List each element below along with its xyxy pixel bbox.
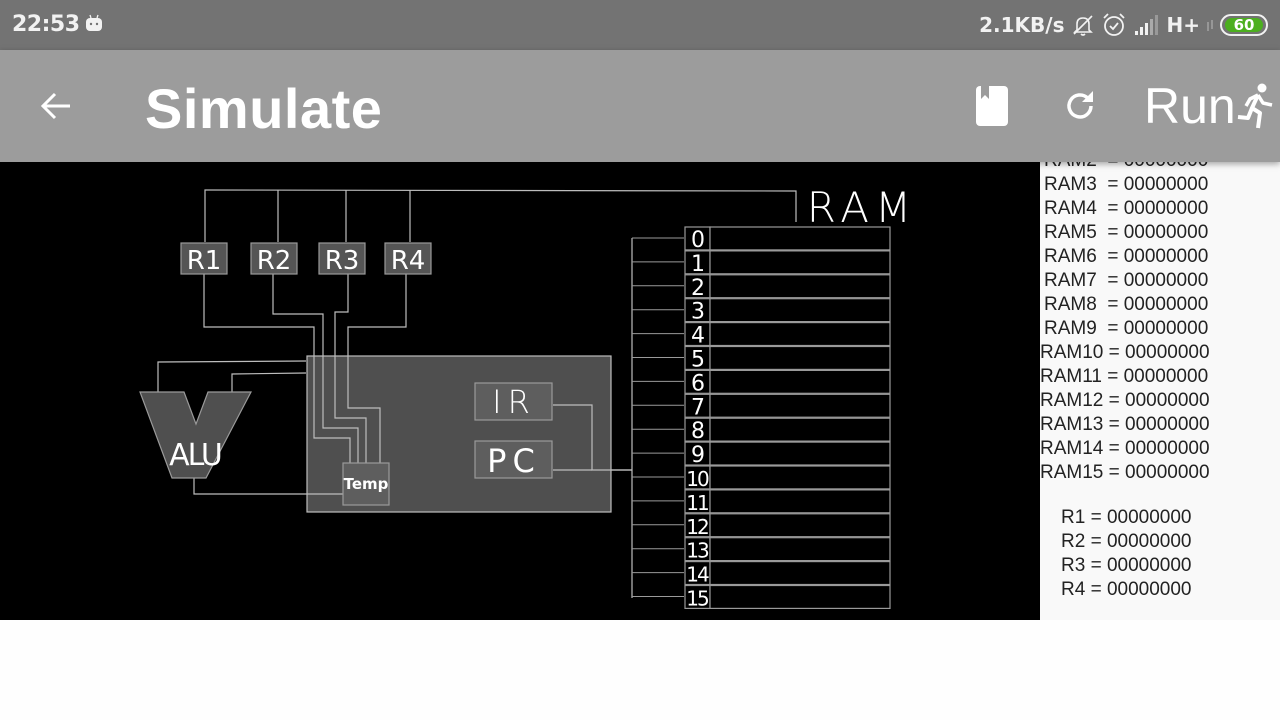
- ram-address-label: 5: [691, 348, 704, 373]
- register-r3[interactable]: R3: [318, 242, 366, 276]
- ram-value-row: RAM12 = 00000000: [1040, 390, 1210, 411]
- alarm-icon: [1102, 13, 1125, 36]
- temp-label: Temp: [344, 475, 389, 493]
- empty-area: [0, 620, 1280, 720]
- arrow-left-icon: [40, 92, 70, 120]
- ram-value-row: RAM9 = 00000000: [1044, 318, 1209, 339]
- ram-value-row: RAM13 = 00000000: [1040, 414, 1210, 435]
- ir-register[interactable]: IR: [474, 382, 553, 421]
- signal-icon: [1134, 15, 1158, 35]
- ram-cell[interactable]: 10: [632, 465, 891, 491]
- documentation-button[interactable]: [966, 76, 1018, 136]
- alu[interactable]: ALU: [139, 391, 252, 479]
- ram-cell[interactable]: 0: [632, 226, 891, 253]
- register-r2[interactable]: R2: [250, 242, 298, 276]
- android-debug-icon: [86, 14, 102, 31]
- battery-icon: 60: [1220, 14, 1268, 36]
- register-value-row: R2 = 00000000: [1061, 531, 1192, 552]
- ir-label: IR: [492, 383, 536, 421]
- bell-off-icon: [1072, 15, 1093, 36]
- ram-cell[interactable]: 15: [632, 584, 891, 611]
- ram-cell[interactable]: 4: [632, 322, 891, 349]
- ram-cell[interactable]: 6: [632, 369, 891, 396]
- bookmark-book-icon: [976, 86, 1008, 126]
- ram-cell[interactable]: 13: [632, 537, 891, 563]
- ram-address-label: 11: [686, 491, 708, 515]
- ram-value-row: RAM6 = 00000000: [1044, 246, 1209, 267]
- alu-label: ALU: [169, 438, 221, 473]
- ram-value-row: RAM3 = 00000000: [1044, 174, 1209, 195]
- status-time: 22:53: [12, 12, 80, 37]
- ram-address-label: 3: [691, 300, 704, 325]
- ram-value-row: RAM4 = 00000000: [1044, 198, 1209, 219]
- ram-address-label: 10: [686, 467, 709, 491]
- ram-address-label: 12: [686, 515, 708, 539]
- temp-register[interactable]: Temp: [342, 462, 390, 506]
- ram-cell[interactable]: 1: [632, 250, 891, 277]
- ram-cell[interactable]: 12: [632, 513, 891, 539]
- ram-cell[interactable]: 14: [632, 561, 891, 587]
- ram-value-row: RAM15 = 00000000: [1040, 462, 1210, 483]
- ram-value-row: RAM5 = 00000000: [1044, 222, 1209, 243]
- pc-register[interactable]: PC: [474, 440, 553, 480]
- app-bar: Simulate Run: [0, 50, 1280, 162]
- ram-address-label: 4: [691, 324, 704, 349]
- ram-address-label: 8: [691, 419, 704, 444]
- run-button[interactable]: Run: [1144, 76, 1276, 136]
- back-button[interactable]: [30, 80, 82, 132]
- register-r4[interactable]: R4: [384, 242, 432, 276]
- ram-address-label: 7: [691, 395, 704, 420]
- network-type: H+: [1166, 13, 1201, 37]
- register-label: R4: [391, 246, 426, 276]
- register-value-row: R4 = 00000000: [1061, 579, 1192, 600]
- ram-address-label: 13: [686, 539, 709, 563]
- ram-address-label: 2: [691, 276, 703, 301]
- ram-cell[interactable]: 3: [632, 298, 891, 325]
- register-value-row: R1 = 00000000: [1061, 507, 1192, 528]
- data-activity-icon: [1207, 20, 1213, 31]
- refresh-icon: [1067, 91, 1093, 119]
- ram-value-row: RAM7 = 00000000: [1044, 270, 1209, 291]
- ram-address-label: 15: [686, 587, 708, 611]
- run-label: Run: [1144, 78, 1236, 134]
- reset-button[interactable]: [1054, 76, 1106, 136]
- ram-cell[interactable]: 8: [632, 417, 891, 444]
- network-speed: 2.1KB/s: [979, 13, 1065, 37]
- ram-value-row: RAM14 = 00000000: [1040, 438, 1210, 459]
- pc-label: PC: [487, 442, 541, 480]
- battery-level: 60: [1233, 16, 1255, 34]
- status-bar: 22:53 2.1KB/s H+: [0, 0, 1280, 50]
- ram-label: RAM: [807, 183, 917, 232]
- ram-cell[interactable]: 9: [632, 441, 891, 468]
- register-value-row: R3 = 00000000: [1061, 555, 1192, 576]
- ram-address-label: 1: [691, 252, 703, 277]
- ram-cell[interactable]: 5: [632, 345, 891, 373]
- page-title: Simulate: [145, 77, 383, 140]
- ram-cell[interactable]: 11: [632, 489, 891, 515]
- ram-value-row: RAM8 = 00000000: [1044, 294, 1209, 315]
- ram-value-row: RAM11 = 00000000: [1040, 366, 1209, 387]
- status-indicators: 2.1KB/s H+ 60: [979, 12, 1268, 38]
- register-r1[interactable]: R1: [180, 242, 228, 276]
- register-label: R2: [257, 246, 292, 276]
- ram-address-label: 0: [691, 228, 704, 253]
- ram-address-label: 9: [691, 443, 704, 468]
- ram-cell[interactable]: 2: [632, 274, 891, 301]
- ram-address-label: 14: [686, 563, 709, 587]
- ram-address-label: 6: [691, 371, 704, 396]
- register-blocks: R1 R2 R3 R4: [180, 242, 432, 276]
- register-label: R3: [325, 246, 360, 276]
- ram-cell[interactable]: 7: [632, 393, 891, 420]
- register-label: R1: [187, 246, 222, 276]
- running-person-icon: [1237, 83, 1273, 129]
- ram-value-row: RAM10 = 00000000: [1040, 342, 1210, 363]
